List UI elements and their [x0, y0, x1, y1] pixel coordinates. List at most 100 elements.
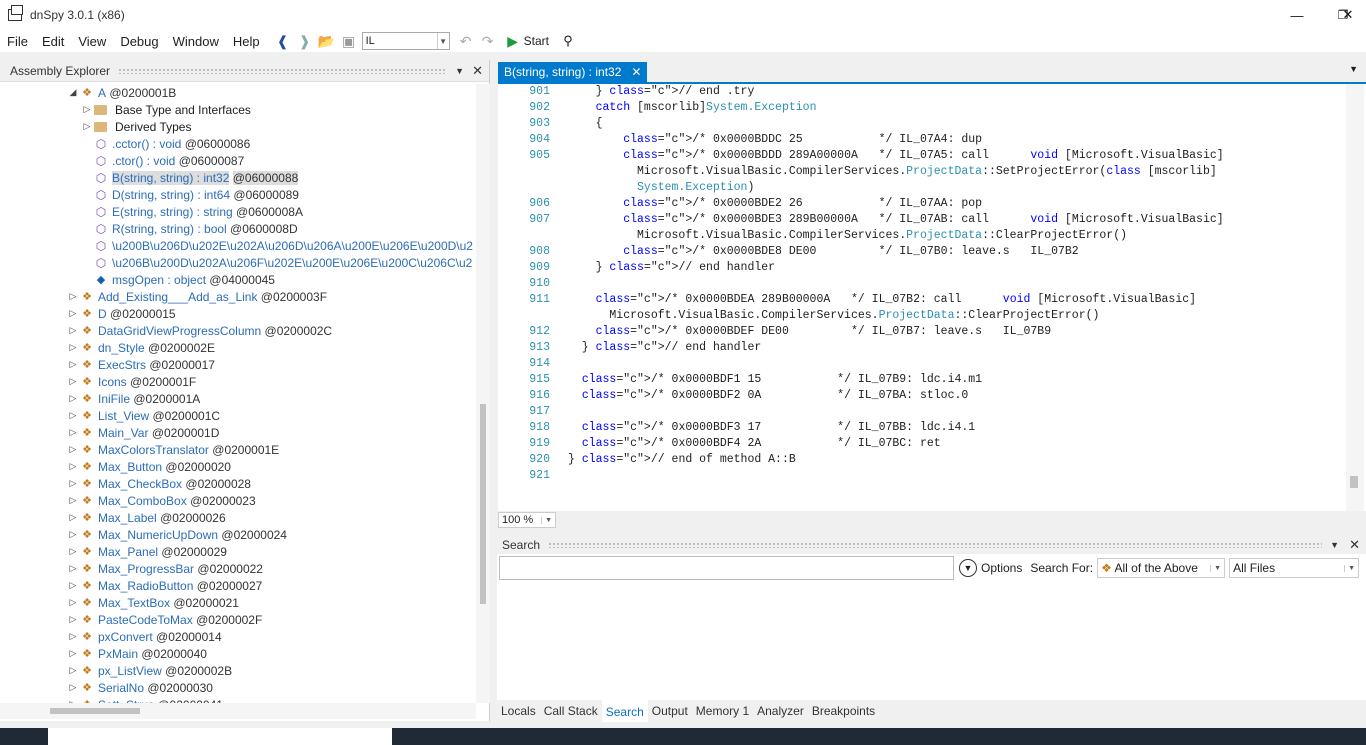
code-text[interactable]: class="c">/* 0x0000BDE3 289B00000A */ IL… [623, 213, 1224, 226]
expander-icon[interactable]: ▷ [69, 563, 77, 573]
scrollbar-thumb[interactable] [480, 404, 486, 604]
navigate-back-icon[interactable]: ❰ [276, 32, 289, 49]
code-text[interactable]: } class="c">// end .try [568, 85, 755, 98]
expander-icon[interactable]: ▷ [69, 546, 77, 556]
tree-node-label[interactable]: Main_Var [98, 425, 149, 440]
code-text[interactable]: class="c">/* 0x0000BDF1 15 */ IL_07B9: l… [581, 373, 983, 386]
code-line[interactable]: 911 class="c">/* 0x0000BDEA 289B00000A *… [514, 292, 1344, 308]
tree-node[interactable]: ▷❖Max_CheckBox @02000028 [0, 475, 476, 492]
expander-icon[interactable]: ▷ [69, 376, 77, 386]
tree-node-label[interactable]: A [98, 85, 107, 100]
expander-icon[interactable]: ▷ [69, 308, 77, 318]
tree-node-label[interactable]: .cctor() : void [112, 136, 182, 151]
minimize-button[interactable]: — [1290, 7, 1304, 23]
code-line[interactable]: 914 [514, 356, 1344, 372]
code-line[interactable]: 917 [514, 404, 1344, 420]
close-window-button[interactable]: ✕ [1342, 7, 1354, 22]
code-line[interactable]: System.Exception) [514, 180, 1344, 196]
menu-edit[interactable]: Edit [41, 33, 65, 49]
zoom-combobox[interactable]: 100 % ▼ [498, 512, 556, 528]
code-text[interactable]: { [568, 117, 603, 130]
expander-icon[interactable]: ▷ [69, 410, 77, 420]
tree-node[interactable]: ⬡.ctor() : void @06000087 [0, 152, 476, 169]
close-panel-icon[interactable]: ✕ [472, 62, 483, 78]
code-text[interactable]: class="c">/* 0x0000BDF2 0A */ IL_07BA: s… [581, 389, 969, 402]
tree-node[interactable]: ▷❖DataGridViewProgressColumn @0200002C [0, 322, 476, 339]
tree-node-label[interactable]: \u200B\u206D\u202E\u202A\u206D\u206A\u20… [112, 238, 473, 253]
code-text[interactable]: class="c">/* 0x0000BDEF DE00 */ IL_07B7:… [595, 325, 1052, 338]
tree-node[interactable]: ▷❖PasteCodeToMax @0200002F [0, 611, 476, 628]
assembly-tree[interactable]: ◢❖A @0200001B▷Base Type and Interfaces▷D… [0, 84, 476, 704]
code-line[interactable]: Microsoft.VisualBasic.CompilerServices.P… [514, 164, 1344, 180]
tab-locals[interactable]: Locals [501, 704, 536, 718]
tree-node[interactable]: ⬡.cctor() : void @06000086 [0, 135, 476, 152]
tree-node[interactable]: ▷❖Max_RadioButton @02000027 [0, 577, 476, 594]
tree-node-label[interactable]: Max_ComboBox [98, 493, 187, 508]
tree-node-label[interactable]: Sett_Strus [98, 698, 154, 704]
menu-window[interactable]: Window [172, 33, 219, 49]
menu-help[interactable]: Help [232, 33, 260, 49]
expander-icon[interactable]: ▷ [83, 104, 91, 114]
tree-node[interactable]: ▷❖Main_Var @0200001D [0, 424, 476, 441]
tree-node-label[interactable]: B(string, string) : int32 [112, 170, 230, 185]
code-text[interactable]: } class="c">// end of method A::B [568, 453, 796, 466]
search-input[interactable] [499, 556, 954, 580]
tree-node-label[interactable]: IniFile [98, 391, 131, 406]
code-line[interactable]: 920} class="c">// end of method A::B [514, 452, 1344, 468]
tree-node[interactable]: ▷❖Max_ProgressBar @02000022 [0, 560, 476, 577]
search-icon[interactable]: ⚲ [563, 33, 573, 48]
tree-node[interactable]: ⬡R(string, string) : bool @0600008D [0, 220, 476, 237]
expander-icon[interactable]: ▷ [69, 325, 77, 335]
tab-method-b[interactable]: B(string, string) : int32 ✕ [498, 62, 648, 82]
code-text[interactable]: class="c">/* 0x0000BDE8 DE00 */ IL_07B0:… [623, 245, 1079, 258]
tree-vertical-scrollbar[interactable] [476, 84, 490, 703]
tree-node-label[interactable]: Max_NumericUpDown [98, 527, 219, 542]
expander-icon[interactable]: ▷ [69, 495, 77, 505]
tree-node[interactable]: ⬡D(string, string) : int64 @06000089 [0, 186, 476, 203]
code-line[interactable]: 906 class="c">/* 0x0000BDE2 26 */ IL_07A… [514, 196, 1344, 212]
tree-node-label[interactable]: px_ListView [98, 663, 162, 678]
expander-icon[interactable]: ▷ [69, 359, 77, 369]
expander-icon[interactable]: ▷ [69, 580, 77, 590]
open-file-icon[interactable]: 📂 [317, 32, 336, 49]
tree-node-label[interactable]: Max_ProgressBar [98, 561, 195, 576]
tree-node[interactable]: ▷❖Max_ComboBox @02000023 [0, 492, 476, 509]
expander-icon[interactable]: ▷ [69, 682, 77, 692]
tree-node[interactable]: ▷❖pxConvert @02000014 [0, 628, 476, 645]
tree-node[interactable]: ▷❖dn_Style @0200002E [0, 339, 476, 356]
code-text[interactable]: } class="c">// end handler [568, 261, 776, 274]
tab-call-stack[interactable]: Call Stack [543, 704, 598, 718]
panel-menu-icon[interactable]: ▼ [1330, 540, 1340, 550]
tree-node[interactable]: ▷❖px_ListView @0200002B [0, 662, 476, 679]
tree-node[interactable]: ▷❖D @02000015 [0, 305, 476, 322]
save-icon[interactable]: ▣ [342, 32, 356, 49]
code-line[interactable]: 912 class="c">/* 0x0000BDEF DE00 */ IL_0… [514, 324, 1344, 340]
tree-node-label[interactable]: SerialNo [98, 680, 145, 695]
code-line[interactable]: 902 catch [mscorlib]System.Exception [514, 100, 1344, 116]
expander-icon[interactable]: ▷ [69, 665, 77, 675]
tab-list-icon[interactable]: ▼ [1349, 64, 1358, 74]
tree-node-label[interactable]: D [98, 306, 107, 321]
code-line[interactable]: 908 class="c">/* 0x0000BDE8 DE00 */ IL_0… [514, 244, 1344, 260]
tree-node-label[interactable]: MaxColorsTranslator [98, 442, 209, 457]
code-text[interactable] [550, 276, 568, 292]
tree-node-label[interactable]: D(string, string) : int64 [112, 187, 231, 202]
maximize-button[interactable]: ❐ [1337, 8, 1349, 22]
code-line[interactable]: 921 [514, 468, 1344, 484]
code-line[interactable]: 907 class="c">/* 0x0000BDE3 289B00000A *… [514, 212, 1344, 228]
code-text[interactable]: class="c">/* 0x0000BDE2 26 */ IL_07AA: p… [623, 197, 983, 210]
code-text[interactable]: class="c">/* 0x0000BDF3 17 */ IL_07BB: l… [581, 421, 976, 434]
tree-node[interactable]: ▷❖IniFile @0200001A [0, 390, 476, 407]
expander-icon[interactable]: ▷ [69, 461, 77, 471]
code-text[interactable] [550, 404, 568, 420]
tree-node[interactable]: ⬡\u200B\u206D\u202E\u202A\u206D\u206A\u2… [0, 237, 476, 254]
code-text[interactable]: Microsoft.VisualBasic.CompilerServices.P… [568, 229, 1128, 242]
code-text[interactable]: class="c">/* 0x0000BDEA 289B00000A */ IL… [595, 293, 1197, 306]
code-text[interactable]: Microsoft.VisualBasic.CompilerServices.P… [568, 309, 1100, 322]
start-button[interactable]: Start [523, 34, 549, 48]
tree-node[interactable]: ⬡E(string, string) : string @0600008A [0, 203, 476, 220]
code-text[interactable]: System.Exception) [637, 181, 755, 194]
tree-node-label[interactable]: PxMain [98, 646, 139, 661]
tree-node[interactable]: ◆msgOpen : object @04000045 [0, 271, 476, 288]
code-line[interactable]: 919 class="c">/* 0x0000BDF4 2A */ IL_07B… [514, 436, 1344, 452]
